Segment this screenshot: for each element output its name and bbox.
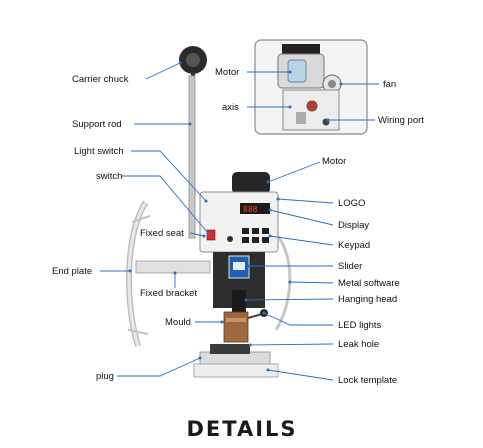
label-end-plate: End plate: [52, 266, 92, 277]
lock-template: [193, 363, 279, 378]
mould: [223, 311, 249, 343]
label-logo: LOGO: [338, 198, 365, 209]
label-led-lights: LED lights: [338, 320, 382, 331]
power-switch: [206, 229, 216, 241]
label-keypad: Keypad: [338, 240, 370, 251]
label-motor: Motor: [322, 156, 346, 167]
details-title: DETAILS: [186, 417, 297, 441]
label-display: Display: [338, 220, 369, 231]
label-mould: Mould: [165, 317, 191, 328]
machine-illustration: [126, 46, 292, 378]
label-axis: axis: [222, 102, 239, 113]
label-support-rod: Support rod: [72, 119, 122, 130]
support-rod: [188, 75, 196, 239]
keypad: [242, 228, 269, 243]
motor-inset-panel: [254, 39, 368, 135]
label-hanging-head: Hanging head: [338, 294, 397, 305]
light-switch-button: [227, 236, 233, 242]
label-fixed-bracket: Fixed bracket: [140, 288, 197, 299]
hanging-head: [232, 290, 246, 312]
leader-lines: [100, 61, 379, 381]
label-switch: switch: [96, 171, 122, 182]
motor-top: [232, 172, 270, 194]
carrier-chuck: [179, 46, 207, 80]
label-carrier-chuck: Carrier chuck: [72, 74, 129, 85]
label-motor-inset: Motor: [215, 67, 239, 78]
display-readout: 888: [243, 205, 258, 214]
label-light-switch: Light switch: [74, 146, 124, 157]
label-lock-template: Lock template: [338, 375, 397, 386]
callout-labels: Carrier chuck Support rod Light switch s…: [52, 67, 424, 386]
label-metal-software: Metal software: [338, 278, 400, 289]
label-leak-hole: Leak hole: [338, 339, 379, 350]
label-wiring-port: Wiring port: [378, 115, 424, 126]
label-slider: Slider: [338, 261, 362, 272]
fixed-bracket: [135, 260, 211, 274]
label-fan: fan: [383, 79, 396, 90]
label-fixed-seat: Fixed seat: [140, 228, 184, 239]
end-plate: [126, 200, 151, 347]
label-plug: plug: [96, 371, 114, 382]
display: [240, 203, 270, 214]
